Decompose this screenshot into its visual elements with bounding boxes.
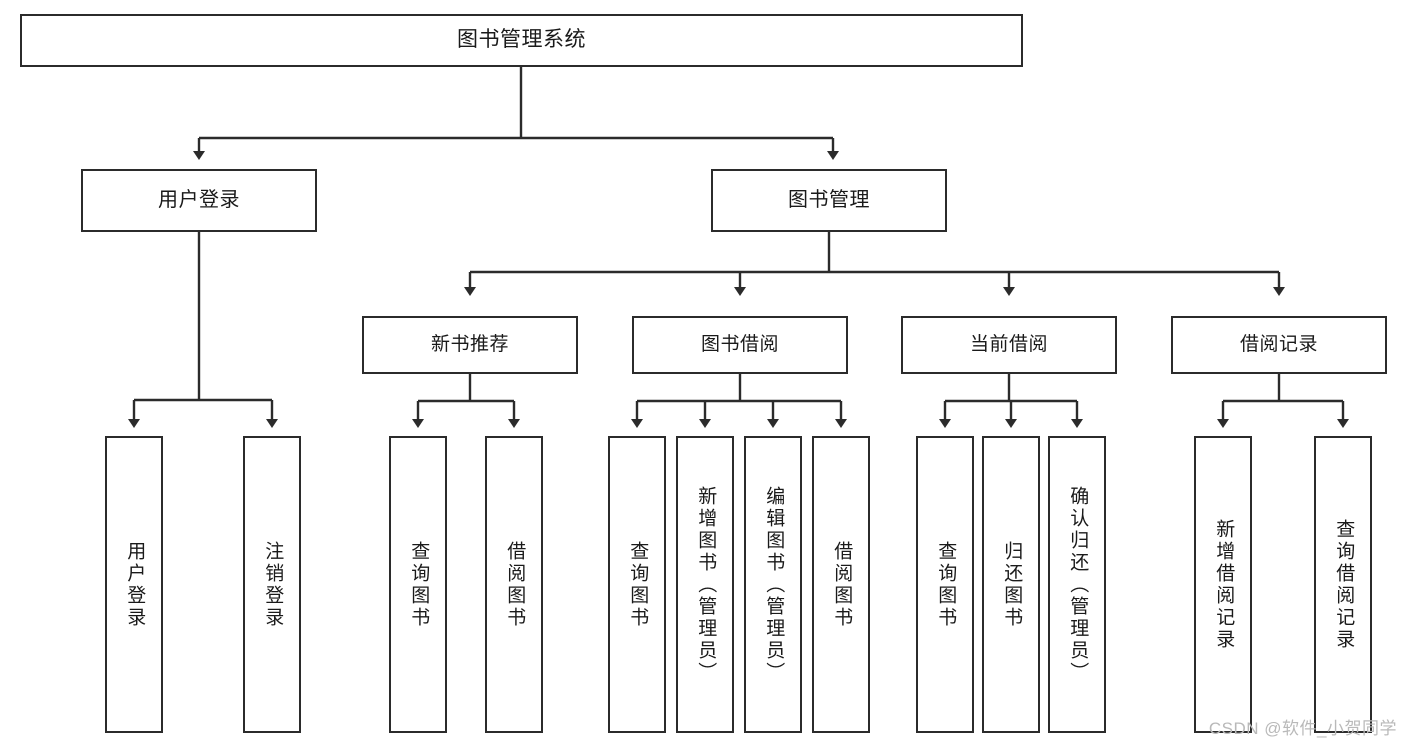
node-leaf-return-book[interactable]: 归还图书 [982, 436, 1040, 733]
node-leaf-query-book-3-label: 查询图书 [935, 540, 957, 629]
node-leaf-query-book-1-label: 查询图书 [408, 540, 430, 629]
node-borrow-record[interactable]: 借阅记录 [1171, 316, 1387, 374]
node-book-manage-label: 图书管理 [788, 188, 870, 211]
node-leaf-logout-login[interactable]: 注销登录 [243, 436, 301, 733]
node-leaf-edit-book-label: 编辑图书（管理员） [763, 485, 785, 684]
node-leaf-query-book-2[interactable]: 查询图书 [608, 436, 666, 733]
node-current-borrow[interactable]: 当前借阅 [901, 316, 1117, 374]
node-borrow-record-label: 借阅记录 [1239, 333, 1318, 355]
node-leaf-query-record-label: 查询借阅记录 [1333, 518, 1355, 651]
node-leaf-query-book-1[interactable]: 查询图书 [389, 436, 447, 733]
node-new-book-recommend[interactable]: 新书推荐 [362, 316, 578, 374]
node-root-label: 图书管理系统 [457, 28, 586, 52]
node-leaf-user-login-label: 用户登录 [124, 540, 146, 629]
watermark: CSDN @软件_小贺同学 [1208, 719, 1397, 738]
node-leaf-query-record[interactable]: 查询借阅记录 [1314, 436, 1372, 733]
node-leaf-add-record-label: 新增借阅记录 [1213, 518, 1235, 651]
node-leaf-query-book-3[interactable]: 查询图书 [916, 436, 974, 733]
node-leaf-borrow-book-1[interactable]: 借阅图书 [485, 436, 543, 733]
node-leaf-return-book-label: 归还图书 [1001, 540, 1023, 629]
node-current-borrow-label: 当前借阅 [969, 333, 1048, 355]
node-book-borrow[interactable]: 图书借阅 [632, 316, 848, 374]
node-root[interactable]: 图书管理系统 [20, 14, 1023, 67]
node-book-borrow-label: 图书借阅 [700, 333, 779, 355]
node-leaf-borrow-book-2-label: 借阅图书 [831, 540, 853, 629]
node-leaf-edit-book[interactable]: 编辑图书（管理员） [744, 436, 802, 733]
node-leaf-borrow-book-1-label: 借阅图书 [504, 540, 526, 629]
node-book-manage[interactable]: 图书管理 [711, 169, 947, 232]
node-leaf-borrow-book-2[interactable]: 借阅图书 [812, 436, 870, 733]
node-leaf-logout-login-label: 注销登录 [262, 540, 284, 629]
node-leaf-confirm-return-label: 确认归还（管理员） [1067, 485, 1089, 684]
node-leaf-query-book-2-label: 查询图书 [627, 540, 649, 629]
node-leaf-confirm-return[interactable]: 确认归还（管理员） [1048, 436, 1106, 733]
node-leaf-add-book-label: 新增图书（管理员） [695, 485, 717, 684]
node-leaf-add-record[interactable]: 新增借阅记录 [1194, 436, 1252, 733]
node-leaf-add-book[interactable]: 新增图书（管理员） [676, 436, 734, 733]
node-leaf-user-login[interactable]: 用户登录 [105, 436, 163, 733]
node-user-login-label: 用户登录 [158, 188, 240, 211]
node-new-book-recommend-label: 新书推荐 [430, 333, 509, 355]
node-user-login[interactable]: 用户登录 [81, 169, 317, 232]
